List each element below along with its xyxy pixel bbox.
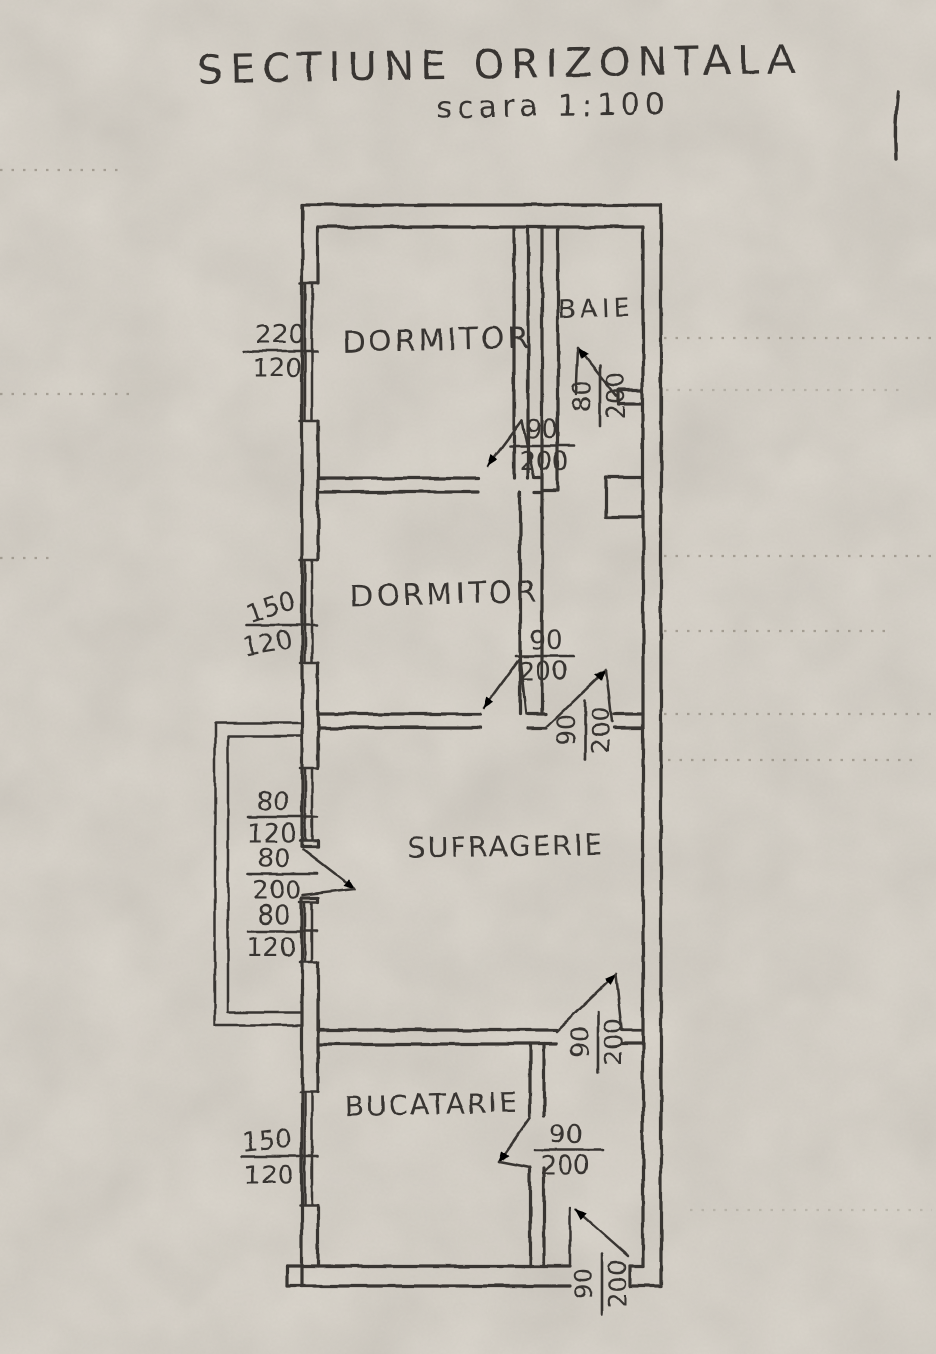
dim-value: 80 — [567, 380, 596, 412]
dim-value: 120 — [244, 1161, 294, 1191]
window-sufragerie-lower — [298, 900, 320, 964]
dim-value: 200 — [518, 657, 568, 687]
dim-value: 120 — [252, 354, 302, 384]
window-dormitor1 — [298, 281, 320, 423]
dim-value: 120 — [247, 819, 297, 849]
ink-drawing: SECTIUNE ORIZONTALA scara 1:100 — [197, 37, 900, 1316]
room-label-sufragerie: SUFRAGERIE — [407, 828, 604, 864]
wall-dormitor1-dormitor2 — [316, 476, 544, 494]
wall-sufragerie-top — [316, 712, 645, 730]
room-label-dormitor-1: DORMITOR — [342, 321, 532, 361]
dim-value: 200 — [599, 1018, 628, 1066]
door-swing-baie — [574, 346, 618, 398]
window-dormitor2 — [298, 558, 320, 665]
room-label-dormitor-2: DORMITOR — [350, 575, 540, 615]
dim-value: 200 — [586, 706, 615, 754]
door-swing-balcony — [301, 847, 357, 897]
dim-value: 80 — [256, 787, 289, 817]
window-sufragerie-upper — [298, 766, 320, 842]
dim-value: 200 — [603, 1260, 632, 1308]
dim-entrance-door: 90 200 — [569, 1252, 632, 1316]
wall-bucatarie-top — [316, 1028, 645, 1046]
dim-value: 120 — [246, 933, 296, 963]
dim-bucatarie-door: 90 200 — [532, 1120, 604, 1181]
dim-value: 80 — [257, 901, 290, 931]
door-swings — [301, 346, 630, 1266]
dim-sufragerie-window-lower: 80 120 — [246, 901, 319, 963]
door-swing-hall-sufragerie — [546, 668, 614, 728]
dim-value: 220 — [255, 320, 305, 350]
windows — [298, 281, 320, 1207]
dimension-labels-doors: 90 200 90 200 90 200 — [508, 415, 604, 1181]
wall-bucatarie-right — [528, 1042, 546, 1268]
door-swing-bucatarie — [497, 1116, 532, 1170]
dim-dormitor1-window: 220 120 — [242, 320, 319, 384]
dimension-labels-rotated: 80 200 90 200 90 200 90 200 — [552, 364, 632, 1316]
window-bucatarie — [298, 1090, 320, 1207]
dim-value: 80 — [257, 844, 290, 874]
room-label-bucatarie: BUCATARIE — [344, 1086, 519, 1124]
wall-baie-left — [540, 225, 560, 406]
page-title: SECTIUNE ORIZONTALA — [197, 37, 802, 94]
balcony-outline — [213, 721, 304, 1027]
dim-value: 200 — [519, 447, 569, 477]
dim-sufragerie-entry-door: 90 200 — [565, 1010, 628, 1074]
dim-value: 90 — [552, 714, 581, 746]
door-swing-dormitor2 — [482, 656, 528, 716]
dim-value: 90 — [565, 1026, 594, 1058]
dim-balcony-door: 80 200 — [246, 844, 319, 906]
dim-hall-sufragerie-door: 90 200 — [552, 698, 615, 762]
wall-corridor-stub — [604, 475, 645, 519]
dim-value: 200 — [601, 372, 630, 420]
dim-value: 90 — [529, 626, 562, 656]
dim-bucatarie-window: 150 120 — [241, 1123, 319, 1191]
dim-dormitor2-door: 90 200 — [514, 626, 576, 687]
pen-mark — [893, 90, 900, 160]
dim-sufragerie-window-upper: 80 120 — [246, 787, 319, 849]
paper-ruling-dots — [0, 168, 934, 1212]
door-swing-entrance — [568, 1206, 630, 1266]
dim-value: 200 — [252, 876, 302, 906]
dim-value: 90 — [569, 1268, 598, 1300]
wall-baie-bottom — [616, 388, 645, 406]
door-swing-sufragerie-entry — [554, 972, 624, 1034]
wall-dormitor2-right — [518, 490, 544, 716]
dim-baie-door: 80 200 — [567, 364, 630, 428]
room-labels: DORMITOR BAIE DORMITOR SUFRAGERIE BUCATA… — [342, 293, 634, 1124]
dim-dormitor1-door: 90 200 — [508, 415, 576, 477]
dimension-labels-left: 220 120 150 120 80 120 80 200 80 — [241, 320, 319, 1191]
door-swing-dormitor1 — [486, 418, 536, 480]
dim-value: 150 — [241, 1123, 294, 1158]
dim-value: 90 — [549, 1120, 582, 1150]
dim-value: 200 — [540, 1151, 590, 1181]
dim-value: 90 — [525, 415, 558, 445]
interior-walls — [316, 225, 645, 1268]
title-block: SECTIUNE ORIZONTALA scara 1:100 — [197, 37, 802, 126]
wall-dormitor1-right — [512, 225, 530, 480]
scale-note: scara 1:100 — [436, 87, 669, 126]
room-label-baie: BAIE — [557, 293, 634, 326]
